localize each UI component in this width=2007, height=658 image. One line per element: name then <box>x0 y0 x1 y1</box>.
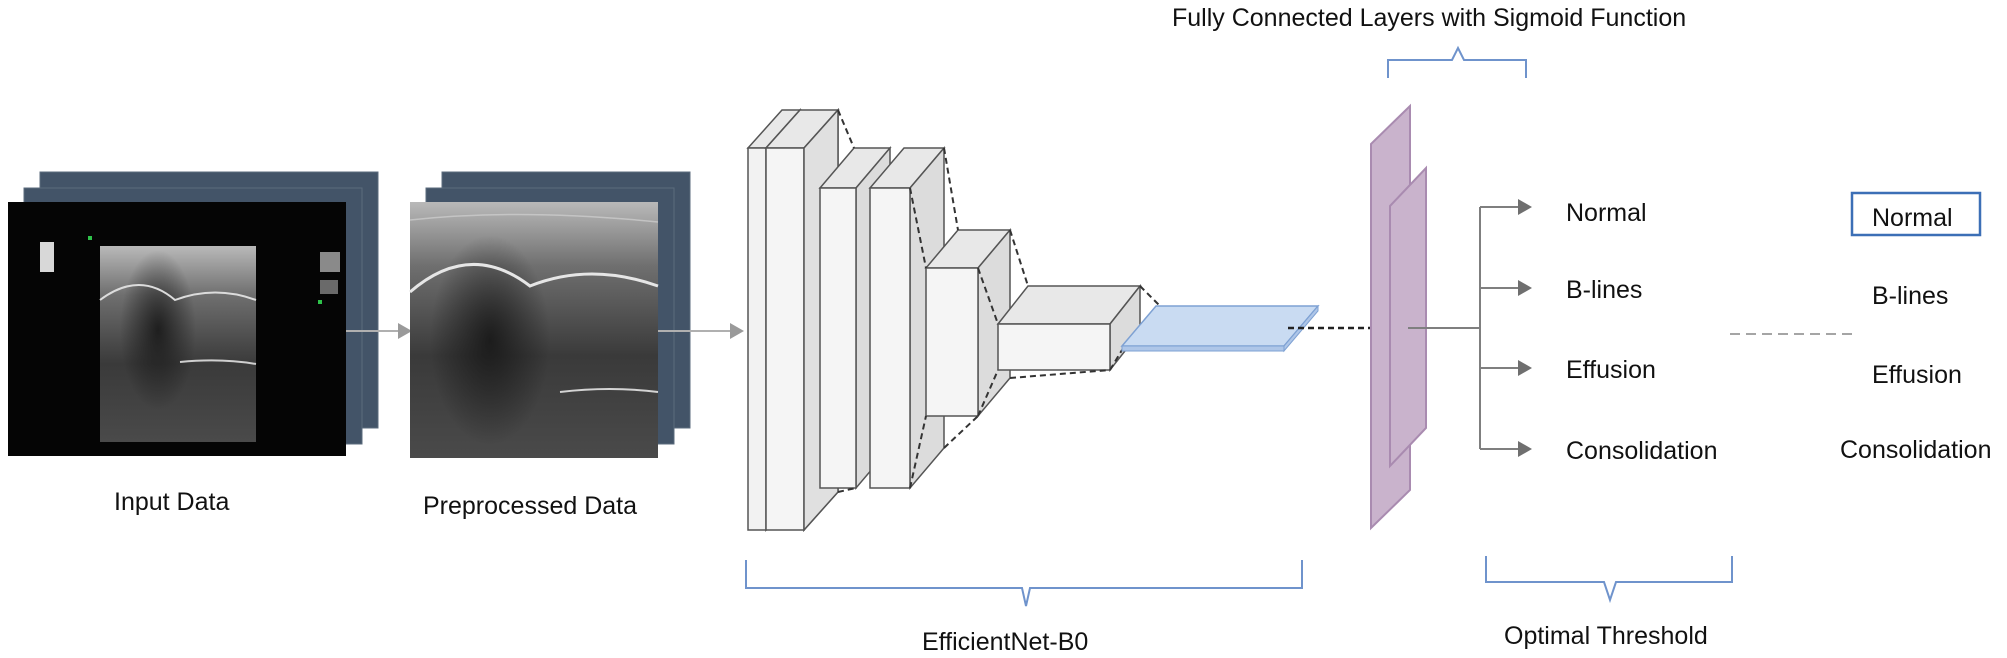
flatten-layer <box>1120 304 1320 353</box>
threshold-bracket <box>1485 556 1733 604</box>
fc-layer-2 <box>1389 165 1427 469</box>
efficientnet-bracket <box>745 560 1303 607</box>
input-image-stack <box>8 171 379 456</box>
class-label-consolidation: Consolidation <box>1566 437 1718 465</box>
final-label-normal: Normal <box>1872 204 1953 232</box>
class-label-b-lines: B-lines <box>1566 276 1642 304</box>
efficientnet-label: EfficientNet-B0 <box>922 628 1088 656</box>
preprocessed-image-stack <box>409 171 691 458</box>
arrow-input-to-preprocessed <box>346 323 412 339</box>
output-arrowheads <box>1518 199 1532 457</box>
class-label-effusion: Effusion <box>1566 356 1656 384</box>
fc-bracket <box>1387 45 1527 78</box>
final-label-effusion: Effusion <box>1872 361 1962 389</box>
final-label-b-lines: B-lines <box>1872 282 1948 310</box>
predicted-class-box <box>1850 191 1982 237</box>
output-branches <box>1408 206 1520 450</box>
fully-connected-layers <box>1370 103 1427 531</box>
input-data-label: Input Data <box>114 488 229 516</box>
conv-block-5 <box>924 227 1012 419</box>
preprocessed-data-label: Preprocessed Data <box>423 492 637 520</box>
class-label-normal: Normal <box>1566 199 1647 227</box>
arrow-preprocessed-to-network <box>658 323 744 339</box>
block-connectors <box>837 109 1161 493</box>
final-label-consolidation: Consolidation <box>1840 436 1992 464</box>
threshold-label: Optimal Threshold <box>1504 622 1708 650</box>
fc-label: Fully Connected Layers with Sigmoid Func… <box>1172 4 1686 32</box>
efficientnet-blocks <box>746 108 1142 532</box>
conv-block-6 <box>996 283 1142 373</box>
